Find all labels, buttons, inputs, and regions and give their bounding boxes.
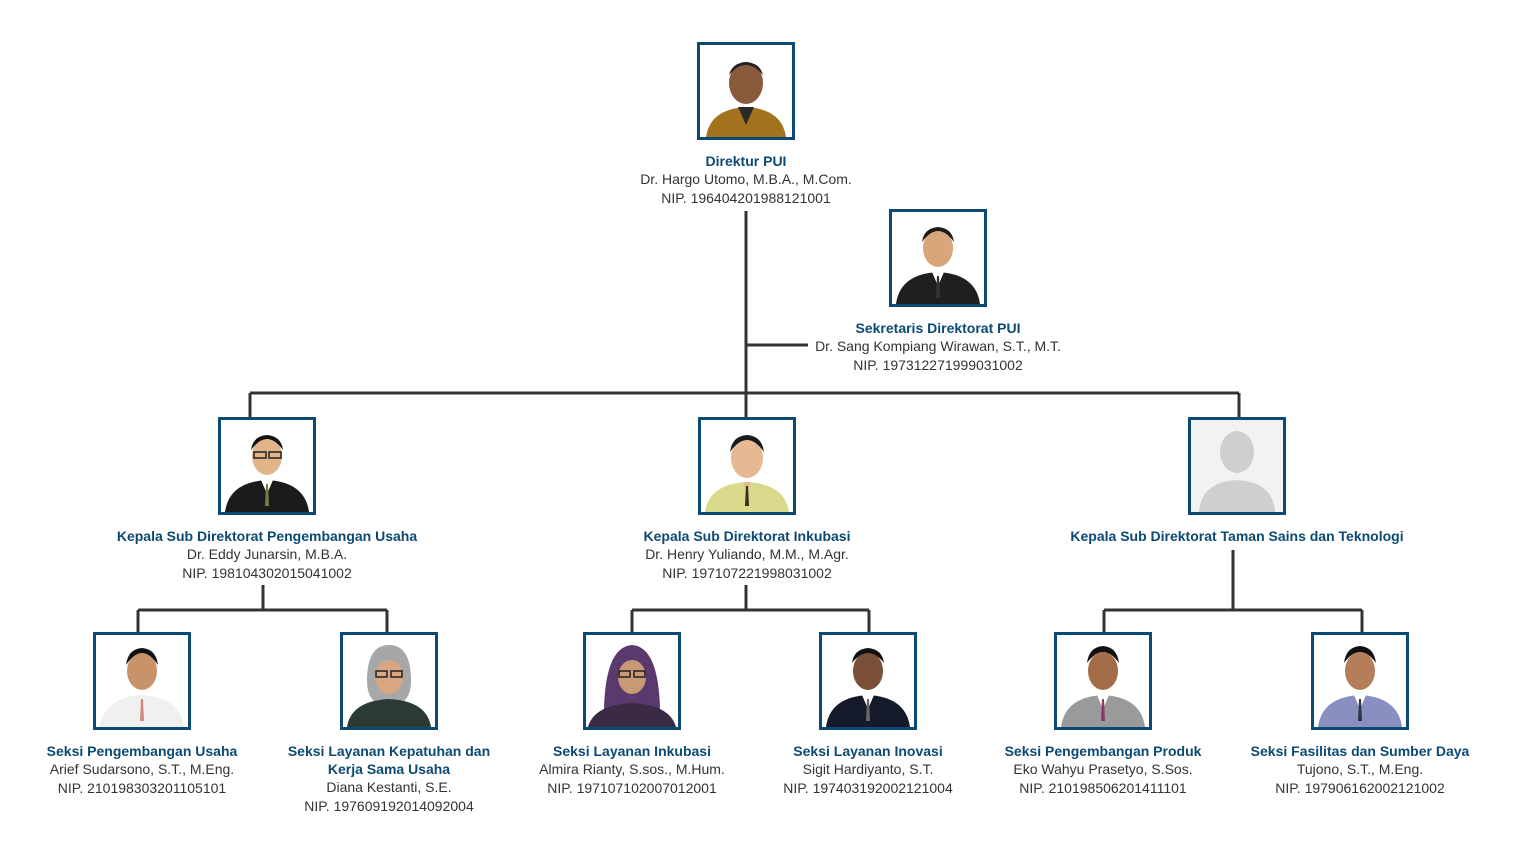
node-director: Direktur PUI Dr. Hargo Utomo, M.B.A., M.…	[536, 42, 956, 208]
node-subdirector: Kepala Sub Direktorat Pengembangan Usaha…	[57, 417, 477, 583]
connector-group-1	[136, 585, 389, 632]
node-subdirector: Kepala Sub Direktorat Taman Sains dan Te…	[1027, 417, 1447, 545]
section-photo	[1054, 632, 1152, 730]
secretary-nip: NIP. 197312271999031002	[853, 357, 1023, 373]
subdirector-name: Dr. Henry Yuliando, M.M., M.Agr.	[645, 546, 849, 562]
node-secretary: Sekretaris Direktorat PUI Dr. Sang Kompi…	[728, 209, 1148, 375]
section-title: Seksi Fasilitas dan Sumber Daya	[1250, 743, 1470, 759]
node-section: Seksi Pengembangan Usaha Arief Sudarsono…	[0, 632, 352, 798]
secretary-photo	[889, 209, 987, 307]
node-section: Seksi Layanan Inkubasi Almira Rianty, S.…	[422, 632, 842, 798]
connector-group-2	[630, 585, 871, 632]
section-nip: NIP. 197609192014092004	[304, 798, 474, 814]
subdirector-photo	[218, 417, 316, 515]
section-nip: NIP. 197107102007012001	[547, 780, 717, 796]
director-name: Dr. Hargo Utomo, M.B.A., M.Com.	[640, 171, 852, 187]
section-photo	[93, 632, 191, 730]
section-name: Arief Sudarsono, S.T., M.Eng.	[49, 761, 235, 777]
section-name: Sigit Hardiyanto, S.T.	[802, 761, 934, 777]
secretary-name: Dr. Sang Kompiang Wirawan, S.T., M.T.	[815, 338, 1061, 354]
section-name: Tujono, S.T., M.Eng.	[1296, 761, 1424, 777]
section-name: Almira Rianty, S.sos., M.Hum.	[539, 761, 725, 777]
connector-group-3	[1102, 550, 1364, 632]
section-title: Seksi Layanan Inkubasi	[553, 743, 711, 759]
subdirector-photo	[698, 417, 796, 515]
subdirector-name: Dr. Eddy Junarsin, M.B.A.	[186, 546, 348, 562]
secretary-title: Sekretaris Direktorat PUI	[855, 320, 1021, 336]
section-title: Seksi Layanan Kepatuhan dan Kerja Sama U…	[287, 743, 491, 777]
subdirector-nip: NIP. 197107221998031002	[662, 565, 832, 581]
director-nip: NIP. 196404201988121001	[661, 190, 831, 206]
subdirector-title: Kepala Sub Direktorat Pengembangan Usaha	[116, 528, 418, 544]
section-title: Seksi Layanan Inovasi	[793, 743, 943, 759]
section-photo	[340, 632, 438, 730]
node-section: Seksi Layanan Inovasi Sigit Hardiyanto, …	[658, 632, 1078, 798]
node-subdirector: Kepala Sub Direktorat Inkubasi Dr. Henry…	[537, 417, 957, 583]
node-section: Seksi Fasilitas dan Sumber Daya Tujono, …	[1150, 632, 1514, 798]
subdirector-title: Kepala Sub Direktorat Taman Sains dan Te…	[1070, 528, 1404, 544]
subdirector-title: Kepala Sub Direktorat Inkubasi	[643, 528, 851, 544]
subdirector-nip: NIP. 198104302015041002	[182, 565, 352, 581]
section-nip: NIP. 210198303201105101	[57, 780, 227, 796]
section-title: Seksi Pengembangan Produk	[1004, 743, 1202, 759]
section-name: Diana Kestanti, S.E.	[326, 779, 452, 795]
section-nip: NIP. 210198506201411101	[1019, 780, 1187, 796]
section-photo	[1311, 632, 1409, 730]
director-photo	[697, 42, 795, 140]
node-section: Seksi Layanan Kepatuhan dan Kerja Sama U…	[179, 632, 599, 816]
section-title: Seksi Pengembangan Usaha	[46, 743, 238, 759]
node-section: Seksi Pengembangan Produk Eko Wahyu Pras…	[893, 632, 1313, 798]
section-nip: NIP. 197906162002121002	[1275, 780, 1445, 796]
section-photo	[583, 632, 681, 730]
section-nip: NIP. 197403192002121004	[783, 780, 953, 796]
placeholder-avatar-icon	[1188, 417, 1286, 515]
section-name: Eko Wahyu Prasetyo, S.Sos.	[1013, 761, 1193, 777]
director-title: Direktur PUI	[705, 153, 787, 169]
section-photo	[819, 632, 917, 730]
